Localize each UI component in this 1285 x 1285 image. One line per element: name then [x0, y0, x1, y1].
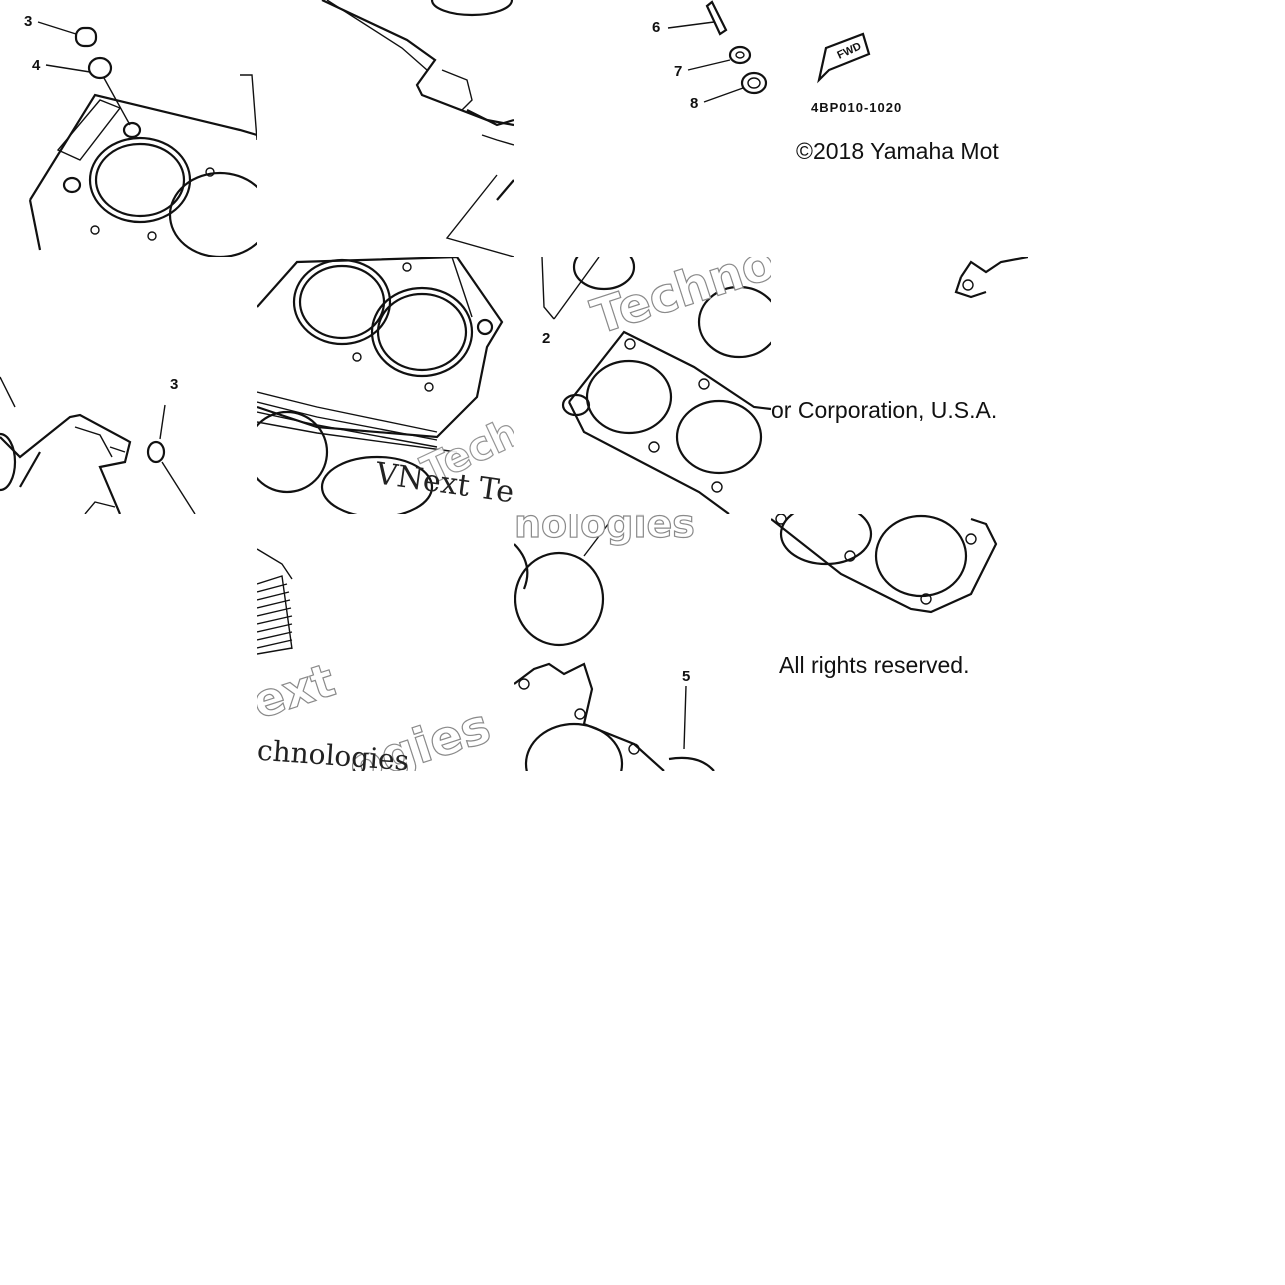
gasket-corner-drawing	[954, 257, 1028, 299]
cylinder-block-drawing	[257, 257, 504, 514]
diagram-tile-oring: nologies 5	[514, 514, 771, 771]
diagram-tile-cylinder-block: Techno VNext Tec	[257, 257, 514, 514]
copyright-line-2: or Corporation, U.S.A.	[771, 397, 998, 423]
part-code: 4BP010-1020	[811, 100, 903, 115]
oring-gasket-drawing	[514, 518, 715, 771]
diagram-tile-fins: ext ogies chnologies	[257, 514, 514, 771]
diagram-tile-cylinder-left: 3	[0, 257, 257, 514]
copyright-line-3: All rights reserved.	[779, 652, 970, 678]
fasteners-drawing	[667, 0, 768, 103]
callout-7: 7	[674, 63, 683, 80]
gasket-bottom-drawing	[771, 514, 998, 614]
head-gasket-drawing	[541, 257, 771, 514]
callout-6: 6	[652, 19, 661, 36]
callout-4: 4	[32, 57, 41, 74]
cylinder-fins-drawing	[257, 548, 293, 655]
diagram-tile-blank	[0, 514, 257, 771]
fwd-arrow-icon	[817, 32, 871, 84]
diagram-tile-head-top	[257, 0, 514, 257]
copyright-line-1: ©2018 Yamaha Mot	[796, 138, 999, 164]
callout-5: 5	[682, 668, 691, 685]
cylinder-head-edge-drawing	[321, 0, 514, 257]
diagram-tile-copyright-bottom: All rights reserved.	[771, 514, 1028, 771]
callout-2: 2	[542, 330, 551, 347]
diagram-tile-gasket: 2 Techno	[514, 257, 771, 514]
watermark-nologies: nologies	[514, 514, 696, 547]
callout-3-top: 3	[24, 13, 33, 30]
cylinder-left-drawing	[0, 376, 196, 514]
callout-3-mid: 3	[170, 376, 179, 393]
diagram-tile-fasteners: 6 7 8	[514, 0, 771, 257]
diagram-tile-copyright-mid: or Corporation, U.S.A.	[771, 257, 1028, 514]
diagram-tile-head-left: 3 4	[0, 0, 257, 257]
diagram-tile-copyright-top: FWD 4BP010-1020 ©2018 Yamaha Mot	[771, 0, 1028, 257]
callout-8: 8	[690, 95, 699, 112]
cylinder-gasket-drawing	[28, 21, 257, 257]
